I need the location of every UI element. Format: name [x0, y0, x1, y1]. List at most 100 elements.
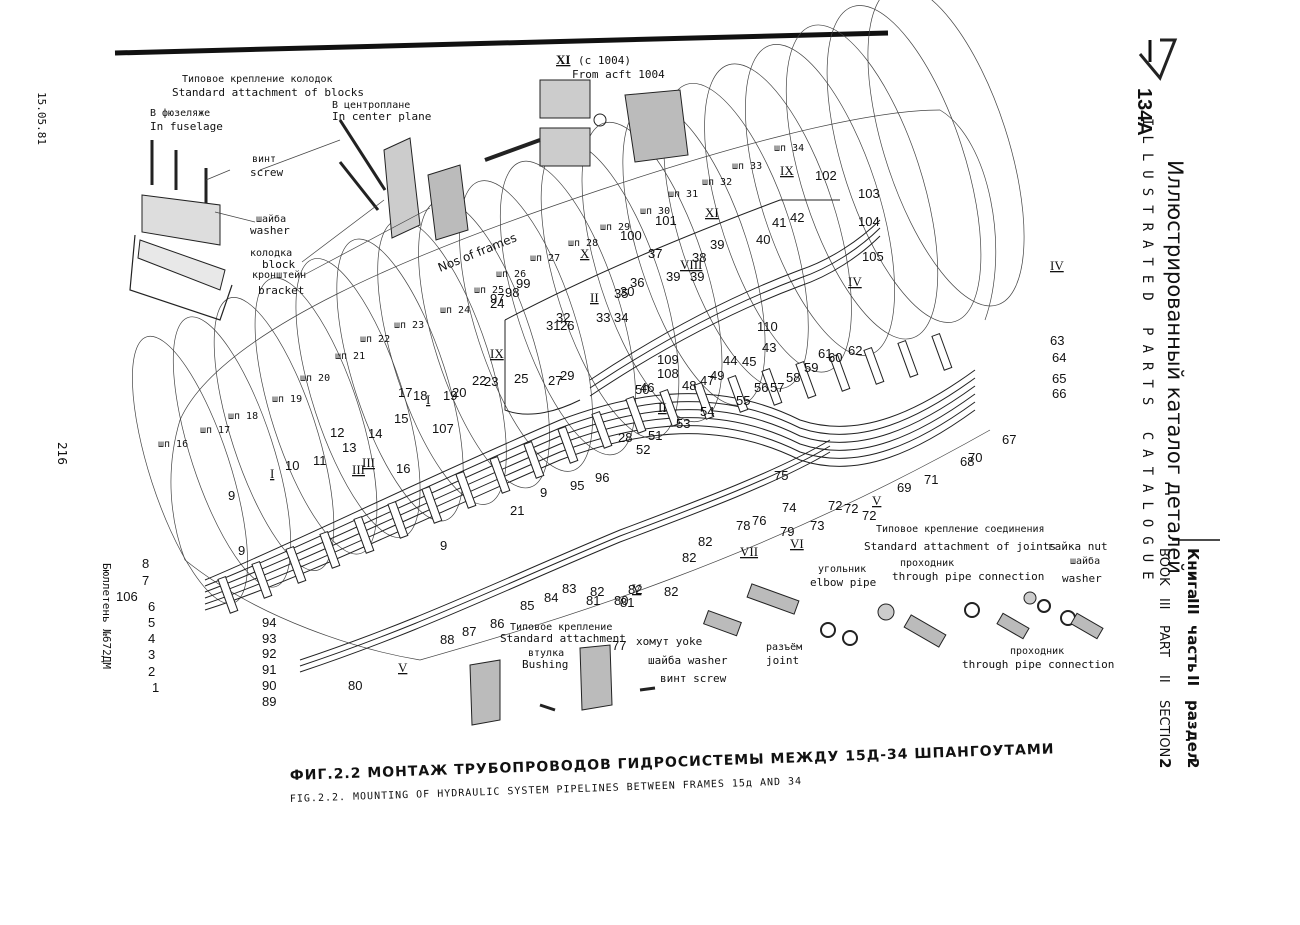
callout-number: 80: [614, 593, 628, 608]
callout-number: 105: [862, 249, 884, 264]
washer-label-joints-ru: шайба: [1070, 555, 1100, 567]
callout-number: 69: [897, 480, 911, 495]
roman-callout: IX: [490, 346, 504, 361]
callout-number: 36: [630, 275, 644, 290]
roman-callout: V: [872, 493, 882, 508]
callout-number: 87: [462, 624, 476, 639]
catalog-title-en: ILLUSTRATED PARTS CATALOGUE: [1139, 118, 1155, 589]
callout-number: 48: [682, 378, 696, 393]
screw-label-bottom: винт screw: [660, 672, 727, 685]
screw-icon: [539, 686, 656, 712]
svg-text:часть: часть: [1184, 625, 1202, 673]
callout-number: 43: [762, 340, 776, 355]
callout-number: 79: [780, 524, 794, 539]
clamp: [319, 530, 341, 569]
joints-inset: Типовое крепление соединения Standard at…: [702, 524, 1114, 671]
callout-number: 97: [490, 291, 504, 306]
callout-number: 23: [484, 374, 498, 389]
fuselage-label-ru: В фюзеляже: [150, 107, 210, 119]
frame-ring: [785, 24, 939, 340]
callout-number: 63: [1050, 333, 1064, 348]
block-label-en: block: [262, 258, 295, 271]
callout-number: 77: [612, 638, 626, 653]
clamp: [863, 346, 885, 385]
callout-number: 81: [586, 593, 600, 608]
screw-label-ru: винт: [252, 154, 276, 165]
callout-number: 96: [595, 470, 609, 485]
svg-text:PART: PART: [1156, 625, 1171, 657]
through-label-en: through pipe connection: [892, 570, 1044, 583]
clamp: [489, 455, 511, 494]
xi-roman: XI: [556, 52, 570, 67]
model-number: 134А: [1133, 88, 1155, 136]
frame-label: шп 23: [394, 320, 424, 331]
callout-number: 70: [968, 450, 982, 465]
fitting-icon: [539, 79, 607, 167]
clamp: [659, 388, 681, 427]
center-plane-label-en: In center plane: [332, 110, 431, 123]
clamp: [557, 425, 579, 464]
joints-inset-title-en: Standard attachment of joints: [864, 540, 1056, 553]
bolt-icon: [484, 138, 541, 162]
callout-number: 42: [790, 210, 804, 225]
top-border-line: [114, 30, 889, 56]
title-block: 134А Иллюстрированный каталог деталей IL…: [1133, 38, 1220, 768]
callout-number: 108: [657, 366, 679, 381]
svg-text:II: II: [1156, 675, 1171, 683]
callout-number: 14: [368, 426, 382, 441]
frame-ring: [172, 316, 292, 588]
callout-number: 27: [548, 373, 562, 388]
callout-number: 95: [570, 478, 584, 493]
callout-number: 8: [142, 556, 149, 571]
svg-text:раздел: раздел: [1184, 700, 1202, 763]
callout-number: 72: [844, 501, 858, 516]
callout-number: 59: [804, 360, 818, 375]
callout-number: 6: [148, 599, 155, 614]
frame-label: шп 34: [774, 143, 804, 154]
roman-callout: IV: [1050, 258, 1064, 273]
callout-number: 104: [858, 214, 880, 229]
roman-callout: V: [632, 581, 642, 596]
callout-number: 102: [815, 168, 837, 183]
clamp: [251, 560, 273, 599]
svg-text:2: 2: [1156, 758, 1174, 768]
callout-number: 74: [782, 500, 796, 515]
callout-number: 5: [148, 615, 155, 630]
frame-label: шп 33: [732, 161, 762, 172]
frame-ring: [826, 5, 982, 323]
callout-number: 39: [666, 269, 680, 284]
center-plane-label-ru: В центроплане: [332, 100, 410, 111]
frame-label: шп 20: [300, 373, 330, 384]
bracket-icon: [129, 234, 233, 321]
xi-note: (c 1004): [578, 54, 631, 67]
callout-number: 34: [614, 310, 628, 325]
clamp: [421, 485, 443, 524]
bottom-inset-title-ru: Типовое крепление: [510, 622, 612, 633]
callout-number: 82: [628, 582, 642, 597]
callout-number: 16: [396, 461, 410, 476]
callout-number: 11: [313, 453, 327, 468]
frame-label: шп 25: [474, 285, 504, 296]
xi-inset: XI (c 1004) From acft 1004: [484, 52, 689, 167]
callout-number: 76: [752, 513, 766, 528]
roman-callout: III: [362, 455, 375, 470]
callout-number: 82: [664, 584, 678, 599]
through-label-ru: проходник: [900, 558, 954, 569]
callout-number: 90: [262, 678, 276, 693]
elbow-label-en: elbow pipe: [810, 576, 876, 589]
yoke-label: хомут yoke: [636, 635, 702, 648]
callout-number: 57: [770, 380, 784, 395]
frame-ring: [418, 199, 550, 489]
callout-number: 12: [330, 425, 344, 440]
nut-icon: [820, 591, 1076, 646]
bracket-label-en: bracket: [258, 284, 304, 297]
callout-number: 31: [546, 318, 560, 333]
callout-number: 13: [342, 440, 356, 455]
clamp: [523, 440, 545, 479]
callout-number: 32: [556, 310, 570, 325]
callout-number: 73: [810, 518, 824, 533]
frame-label: шп 16: [158, 439, 188, 450]
callout-number: 1: [152, 680, 159, 695]
